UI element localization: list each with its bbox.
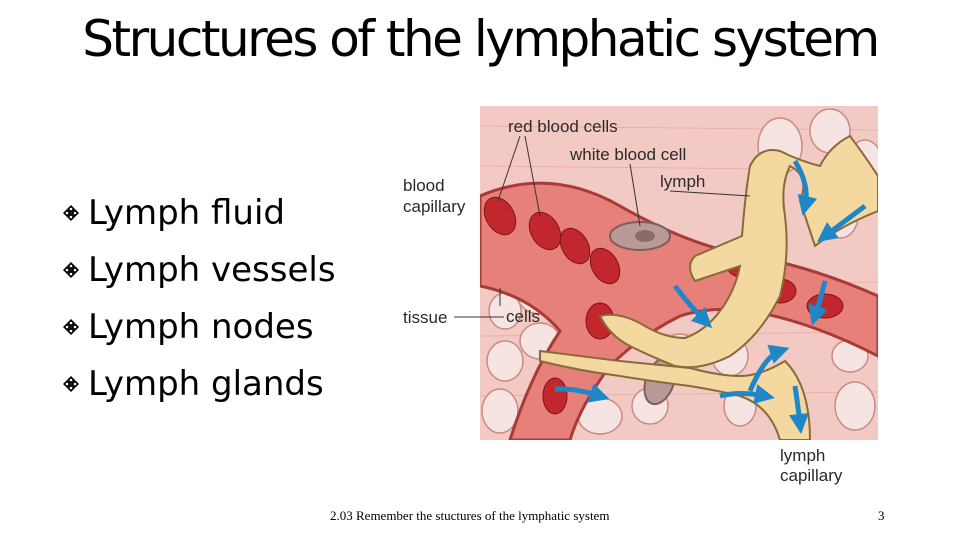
label-lymph: lymph [660, 172, 706, 191]
label-tissue: tissue [403, 308, 448, 327]
bullet-text: Lymph nodes [88, 306, 314, 347]
bullet-text: Lymph fluid [88, 192, 285, 233]
lymph-capillary [539, 134, 878, 440]
bullet-item: Lymph fluid [56, 184, 336, 241]
label-blood-capillary-line1: blood [403, 176, 445, 195]
label-blood-capillary-line2: capillary [403, 197, 466, 216]
slide-footer: 2.03 Remember the stuctures of the lymph… [330, 508, 610, 523]
label-lymph-capillary-line2: capillary [780, 466, 843, 485]
page-number: 3 [878, 508, 885, 523]
label-lymph-capillary-line1: lymph [780, 446, 826, 465]
four-diamond-bullet-icon [63, 204, 79, 221]
bullet-item: Lymph vessels [56, 241, 336, 298]
four-diamond-bullet-icon [63, 261, 79, 278]
bullet-text: Lymph glands [88, 363, 324, 404]
label-white-blood-cell: white blood cell [570, 145, 687, 164]
four-diamond-bullet-icon [63, 375, 79, 392]
bullet-text: Lymph vessels [88, 249, 336, 290]
four-diamond-bullet-icon [63, 318, 79, 335]
label-red-blood-cells: red blood cells [508, 117, 618, 136]
lymph-flow-arrows [554, 159, 867, 434]
label-cells: cells [506, 307, 541, 326]
bullet-item: Lymph glands [56, 355, 336, 412]
lymphatic-capillary-illustration [480, 106, 878, 440]
slide-title: Structures of the lymphatic system [82, 10, 880, 68]
bullet-list: Lymph fluid Lymph vessels Lymph nodes Ly… [56, 184, 336, 412]
tissue-leader-line [454, 316, 504, 318]
bullet-item: Lymph nodes [56, 298, 336, 355]
